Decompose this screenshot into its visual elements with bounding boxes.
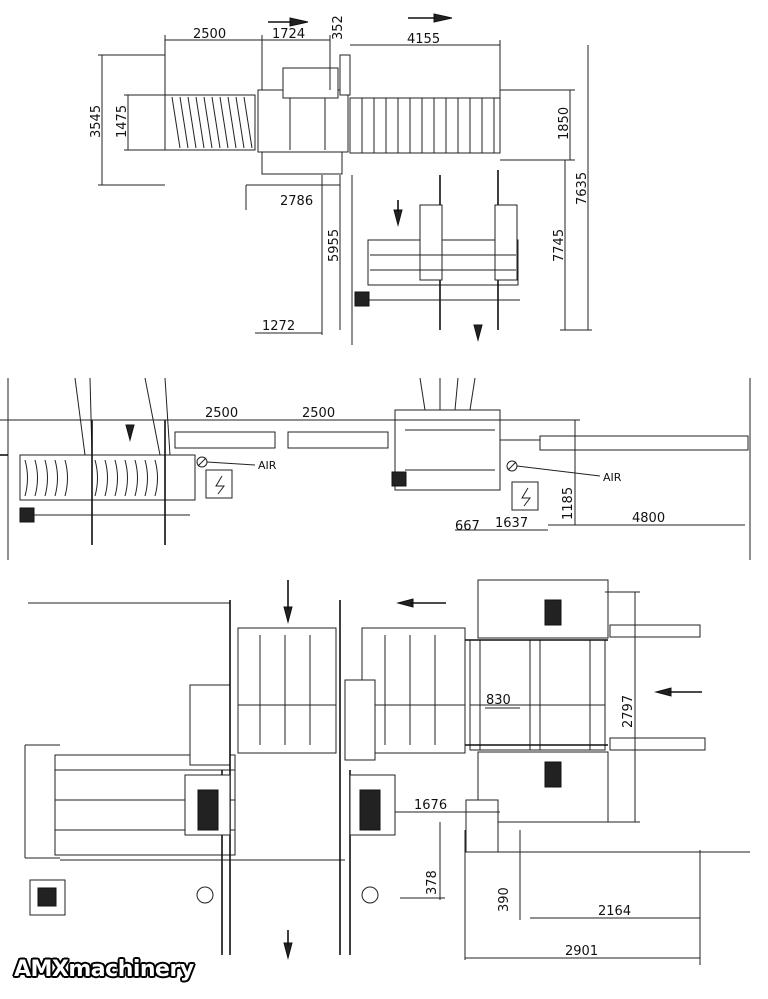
dim-side-5: 4800: [632, 511, 665, 526]
dim-bottom-1: 830: [486, 693, 511, 708]
dim-top-v6: 5955: [327, 229, 342, 262]
dim-top-2: 1724: [272, 27, 305, 42]
dim-bottom-3: 1676: [414, 798, 447, 813]
dim-top-v7: 7745: [552, 229, 567, 262]
brand-watermark: AMXmachinery: [14, 957, 194, 982]
dim-top-v3: 352: [331, 15, 346, 40]
dim-side-4: 1637: [495, 516, 528, 531]
dim-bottom-7: 2901: [565, 944, 598, 959]
dim-top-v1: 3545: [89, 105, 104, 138]
dim-top-5: 1272: [262, 319, 295, 334]
dim-top-1: 2500: [193, 27, 226, 42]
dim-bottom-4: 378: [425, 870, 440, 895]
air-label-1: AIR: [258, 459, 277, 472]
side-view: AIR AIR 2500 2500 667 1637 4800 1185: [0, 377, 751, 560]
top-view: 2500 1724 4155 2786 1272 3545 1475 352 1…: [89, 13, 592, 345]
dim-bottom-6: 2164: [598, 904, 631, 919]
dim-bottom-5: 390: [497, 887, 512, 912]
dim-side-3: 667: [455, 519, 480, 534]
bottom-view: 830 2797 1676 378 390 2164 2901: [24, 579, 750, 965]
dim-side-1: 2500: [205, 406, 238, 421]
dim-bottom-2: 2797: [621, 695, 636, 728]
dim-side-2: 2500: [302, 406, 335, 421]
dim-top-4: 2786: [280, 194, 313, 209]
dim-top-3: 4155: [407, 32, 440, 47]
dim-side-6: 1185: [561, 487, 576, 520]
air-label-2: AIR: [603, 471, 622, 484]
dim-top-v5: 7635: [575, 172, 590, 205]
dim-top-v4: 1850: [557, 107, 572, 140]
dim-top-v2: 1475: [115, 105, 130, 138]
